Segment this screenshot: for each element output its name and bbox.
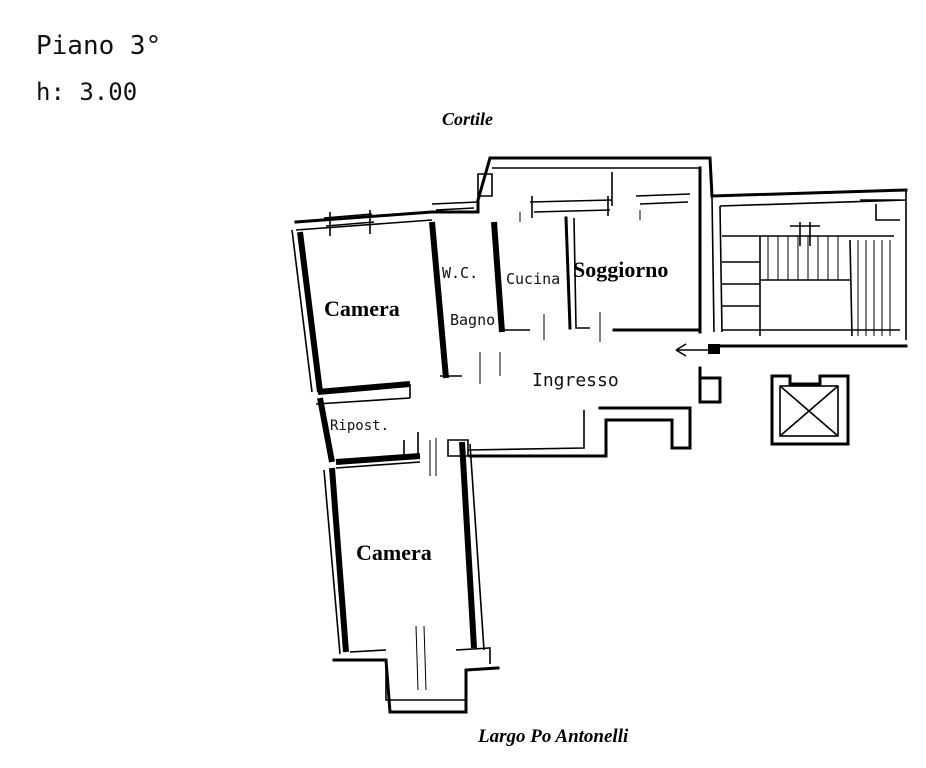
floor-label: Piano 3°: [36, 31, 161, 61]
room-label-camera-bottom: Camera: [356, 540, 432, 565]
elevator-shaft: [770, 374, 850, 446]
room-label-bagno: Bagno: [450, 311, 495, 329]
room-label-camera-top: Camera: [324, 296, 400, 321]
street-label: Largo Po Antonelli: [477, 726, 629, 747]
room-label-ingresso: Ingresso: [532, 370, 619, 391]
staircase: [675, 199, 900, 357]
outer-walls: [291, 156, 908, 458]
room-label-cucina: Cucina: [506, 270, 560, 288]
lower-camera-walls: [323, 439, 500, 714]
courtyard-label: Cortile: [442, 109, 493, 129]
room-label-wc: W.C.: [442, 264, 478, 282]
room-label-ripostiglio: Ripost.: [330, 418, 389, 434]
room-label-soggiorno: Soggiorno: [573, 257, 668, 282]
interior-walls: [315, 172, 702, 476]
height-label: h: 3.00: [36, 78, 137, 106]
